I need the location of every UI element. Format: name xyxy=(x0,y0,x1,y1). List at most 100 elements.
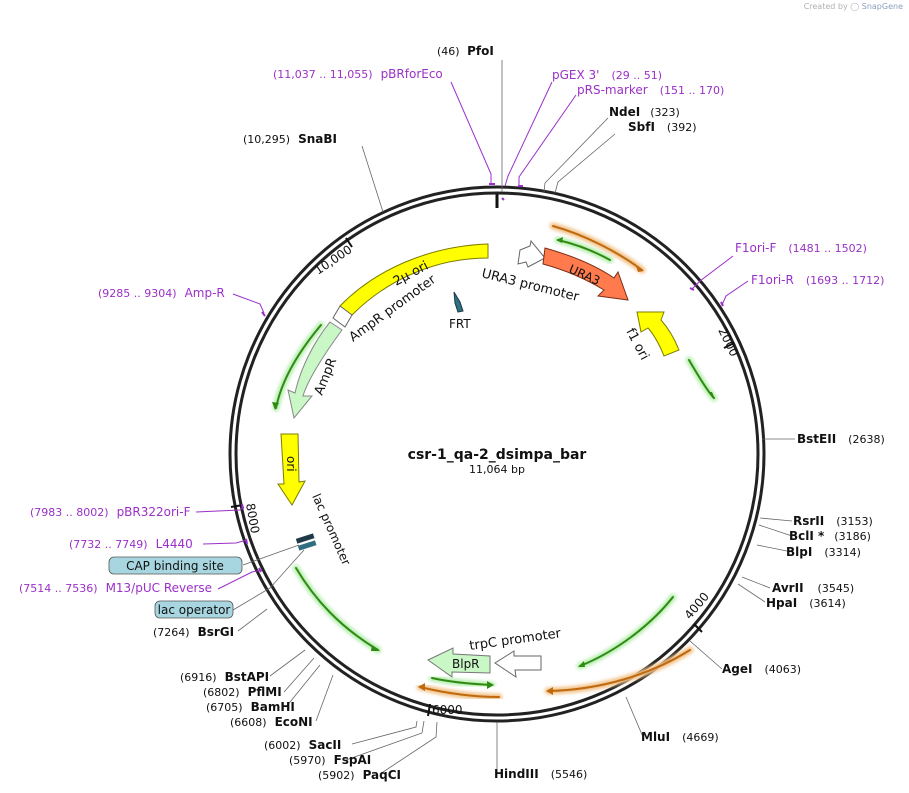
svg-text:RsrII(3153): RsrII(3153) xyxy=(793,514,873,528)
enzyme-name: SnaBI xyxy=(298,132,337,146)
enzyme-name: EcoNI xyxy=(275,715,313,729)
primer-name: Amp-R xyxy=(185,286,225,300)
svg-text:(11,037 .. 11,055)pBRforEco: (11,037 .. 11,055)pBRforEco xyxy=(273,67,443,81)
primer-name: M13/pUC Reverse xyxy=(106,581,213,595)
enzyme-leaders xyxy=(237,60,795,775)
enzyme-rsrii[interactable]: RsrII(3153) xyxy=(793,514,873,528)
feature-ura3 xyxy=(542,247,629,301)
enzyme-pos: (392) xyxy=(667,121,697,134)
tick-label-10000: 10,000 xyxy=(312,242,355,277)
primer-name: L4440 xyxy=(156,537,193,551)
primer-name: pGEX 3' xyxy=(552,68,599,82)
svg-text:(10,295)SnaBI: (10,295)SnaBI xyxy=(243,132,337,146)
enzyme-blpi[interactable]: BlpI (3314) xyxy=(786,545,861,559)
enzyme-agei[interactable]: AgeI(4063) xyxy=(722,662,801,676)
tick-6000: 6000 xyxy=(427,703,463,717)
svg-text:(7983 .. 8002)pBR322ori-F: (7983 .. 8002)pBR322ori-F xyxy=(30,505,191,519)
svg-text:(46) PfoI: (46) PfoI xyxy=(437,44,494,58)
enzyme-sacii[interactable]: (6002)SacII xyxy=(264,738,341,752)
tick-8000: 8000 xyxy=(230,502,262,535)
primer-f1ori-f[interactable]: F1ori-F(1481 .. 1502) xyxy=(735,241,867,255)
svg-text:HpaI(3614): HpaI(3614) xyxy=(766,596,846,610)
feature-blpr xyxy=(427,647,491,678)
snapgene-logo-icon: ◯ xyxy=(850,2,860,11)
enzyme-sbfi[interactable]: SbfI(392) xyxy=(628,120,697,134)
enzyme-name: PflMI xyxy=(248,685,282,699)
svg-text:(9285 .. 9304)Amp-R: (9285 .. 9304)Amp-R xyxy=(98,286,225,300)
primer-pgex3[interactable]: pGEX 3' (29 .. 51) xyxy=(552,68,662,82)
enzyme-name: PfoI xyxy=(467,44,494,58)
enzyme-pos: (6802) xyxy=(203,686,240,699)
primer-pbrforeco[interactable]: (11,037 .. 11,055)pBRforEco xyxy=(273,67,443,81)
enzyme-pos: (323) xyxy=(650,106,680,119)
enzyme-pos: (4669) xyxy=(682,731,719,744)
feature-label-lac-promoter: lac promoter xyxy=(309,492,353,568)
enzyme-hindiii[interactable]: HindIII (5546) xyxy=(494,767,587,781)
enzyme-mlui[interactable]: MluI(4669) xyxy=(641,730,719,744)
primer-l4440[interactable]: (7732 .. 7749) L4440 xyxy=(69,537,193,551)
svg-text:MluI(4669): MluI(4669) xyxy=(641,730,719,744)
snapgene-credit: Created by ◯ SnapGene xyxy=(804,2,903,11)
enzyme-labels: (46) PfoI NdeI(323) SbfI(392) BstEII(263… xyxy=(153,44,885,782)
tick-label-6000: 6000 xyxy=(432,703,463,717)
enzyme-snabi[interactable]: (10,295)SnaBI xyxy=(243,132,337,146)
enzyme-name: AvrII xyxy=(772,581,804,595)
enzyme-econi[interactable]: (6608)EcoNI xyxy=(230,715,313,729)
svg-text:BlpI(3314): BlpI (3314) xyxy=(786,545,861,559)
primer-pbr322ori-f[interactable]: (7983 .. 8002)pBR322ori-F xyxy=(30,505,191,519)
enzyme-fspai[interactable]: (5970)FspAI xyxy=(289,753,371,767)
svg-text:AgeI(4063): AgeI(4063) xyxy=(722,662,801,676)
enzyme-pos: (3314) xyxy=(824,546,861,559)
enzyme-pos: (46) xyxy=(437,45,460,58)
primer-name: F1ori-F xyxy=(735,241,776,255)
feature-frt xyxy=(453,291,464,313)
enzyme-pos: (7264) xyxy=(153,626,190,639)
svg-text:(6002)SacII: (6002)SacII xyxy=(264,738,341,752)
feature-ampr-promoter xyxy=(332,305,353,328)
enzyme-bsteii[interactable]: BstEII(2638) xyxy=(797,432,885,446)
svg-text:AvrII(3545): AvrII (3545) xyxy=(772,581,854,595)
primer-range: (151 .. 170) xyxy=(660,84,725,97)
enzyme-ndei[interactable]: NdeI(323) xyxy=(609,105,680,119)
svg-text:F1ori-R(1693 .. 1712): F1ori-R(1693 .. 1712) xyxy=(751,273,884,287)
svg-text:(6705)BamHI: (6705)BamHI xyxy=(206,700,295,714)
cap-binding-site-text: CAP binding site xyxy=(126,559,224,573)
enzyme-bcli[interactable]: BclI *(3186) xyxy=(789,529,871,543)
enzyme-pfoi[interactable]: (46) PfoI xyxy=(437,44,494,58)
primer-labels: (11,037 .. 11,055)pBRforEco pGEX 3' (29 .… xyxy=(19,67,884,595)
primer-range: (29 .. 51) xyxy=(611,69,662,82)
svg-text:(7264)BsrGI: (7264)BsrGI xyxy=(153,625,234,639)
enzyme-paqci[interactable]: (5902)PaqCI xyxy=(318,768,401,782)
enzyme-hpai[interactable]: HpaI(3614) xyxy=(766,596,846,610)
cap-binding-site-label[interactable]: CAP binding site xyxy=(108,556,243,575)
tick-2000: 2000 xyxy=(715,325,741,359)
primer-f1ori-r[interactable]: F1ori-R(1693 .. 1712) xyxy=(751,273,884,287)
enzyme-bamhi[interactable]: (6705)BamHI xyxy=(206,700,295,714)
plasmid-name: csr-1_qa-2_dsimpa_bar xyxy=(408,447,587,463)
enzyme-name: HindIII xyxy=(494,767,539,781)
enzyme-pos: (3545) xyxy=(818,582,855,595)
enzyme-name: FspAI xyxy=(334,753,372,767)
svg-text:F1ori-F(1481 .. 1502): F1ori-F(1481 .. 1502) xyxy=(735,241,867,255)
svg-text:HindIII(5546): HindIII (5546) xyxy=(494,767,587,781)
primer-amp-r[interactable]: (9285 .. 9304)Amp-R xyxy=(98,286,225,300)
enzyme-name: PaqCI xyxy=(363,768,401,782)
enzyme-pos: (5546) xyxy=(551,768,588,781)
primer-prs-marker[interactable]: pRS-marker(151 .. 170) xyxy=(577,83,724,97)
primer-range: (1693 .. 1712) xyxy=(806,274,885,287)
svg-text:BstEII(2638): BstEII(2638) xyxy=(797,432,885,446)
enzyme-bsrgi[interactable]: (7264)BsrGI xyxy=(153,625,234,639)
primer-range: (7732 .. 7749) xyxy=(69,538,148,551)
enzyme-avrii[interactable]: AvrII (3545) xyxy=(772,581,854,595)
primer-leaders xyxy=(195,81,749,590)
feature-label-f1-ori: f1 ori xyxy=(622,326,651,363)
lac-operator-label[interactable]: lac operator xyxy=(154,600,234,619)
feature-ura3-promoter xyxy=(517,239,546,268)
enzyme-pos: (6002) xyxy=(264,739,301,752)
enzyme-pflmi[interactable]: (6802) PflMI xyxy=(203,685,282,699)
feature-label-blpr: BlpR xyxy=(452,657,480,671)
enzyme-name: BlpI xyxy=(786,545,812,559)
enzyme-bstapi[interactable]: (6916)BstAPI xyxy=(180,670,269,684)
primer-m13-puc-reverse[interactable]: (7514 .. 7536) M13/pUC Reverse xyxy=(19,581,212,595)
primer-range: (7514 .. 7536) xyxy=(19,582,98,595)
